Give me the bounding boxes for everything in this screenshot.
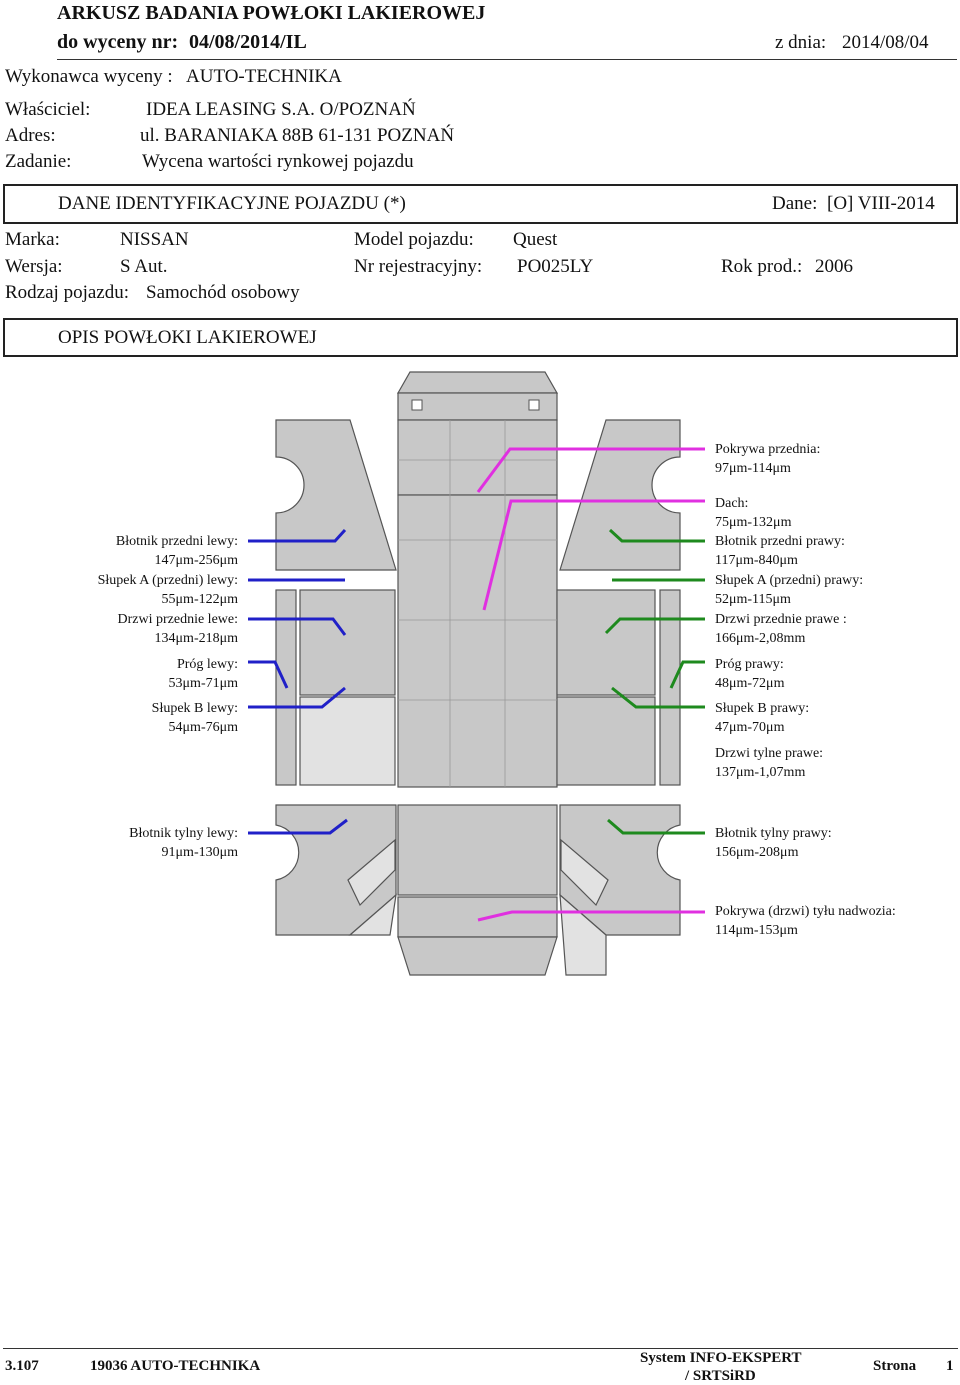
model-value: Quest	[513, 229, 558, 250]
footer-code: 19036 AUTO-TECHNIKA	[90, 1358, 261, 1374]
left-front-door	[299, 589, 396, 696]
paint-section-box: OPIS POWŁOKI LAKIEROWEJ	[3, 318, 958, 357]
reading-right-b-pillar-value: 47μm-70μm	[715, 720, 785, 735]
make-label: Marka:	[5, 229, 60, 250]
right-rear-door	[556, 696, 656, 786]
contractor-label: Wykonawca wyceny :	[5, 66, 173, 87]
left-rear-fender	[275, 804, 397, 936]
reading-left-rear-fender-label: Błotnik tylny lewy:	[129, 826, 238, 841]
reading-right-rear-door-label: Drzwi tylne prawe:	[715, 746, 824, 761]
roof-panel	[397, 494, 558, 788]
task-value: Wycena wartości rynkowej pojazdu	[142, 151, 414, 172]
vehicle-type-label: Rodzaj pojazdu:	[5, 282, 129, 303]
reading-left-b-pillar-value: 54μm-76μm	[168, 720, 238, 735]
reading-right-front-door-label: Drzwi przednie prawe :	[715, 612, 847, 627]
reading-left-rear-fender-value: 91μm-130μm	[161, 845, 238, 860]
rear-panel	[397, 804, 558, 896]
left-rear-light	[347, 838, 396, 907]
reading-right-front-fender-label: Błotnik przedni prawy:	[715, 534, 845, 549]
front-bumper-panel	[396, 371, 559, 394]
date-label: z dnia:	[775, 32, 827, 53]
vehicle-type-value: Samochód osobowy	[146, 282, 300, 303]
rear-bumper-panel	[397, 936, 558, 976]
footer-rule	[3, 1348, 958, 1349]
reading-roof-value: 75μm-132μm	[715, 515, 792, 530]
version-value: S Aut.	[120, 256, 168, 277]
hood-panel	[397, 419, 558, 496]
reading-left-sill-value: 53μm-71μm	[168, 676, 238, 691]
footer-system-line2: / SRTSiRD	[685, 1368, 756, 1384]
report-date: 2014/08/04	[842, 32, 929, 53]
reading-right-a-pillar-value: 52μm-115μm	[715, 592, 791, 607]
reading-right-a-pillar-label: Słupek A (przedni) prawy:	[715, 573, 864, 588]
reading-right-sill-label: Próg prawy:	[715, 657, 784, 672]
reading-tailgate-value: 114μm-153μm	[715, 923, 798, 938]
quote-number: 04/08/2014/IL	[189, 31, 307, 53]
registration-value: PO025LY	[517, 256, 594, 277]
footer-system-line1: System INFO-EKSPERT	[640, 1350, 802, 1366]
reading-hood-value: 97μm-114μm	[715, 461, 791, 476]
footer-page-number: 1	[946, 1358, 954, 1374]
vehicle-section-title: DANE IDENTYFIKACYJNE POJAZDU (*)	[58, 193, 406, 214]
reading-right-b-pillar-label: Słupek B prawy:	[715, 701, 810, 716]
reading-right-rear-fender-label: Błotnik tylny prawy:	[715, 826, 832, 841]
right-rear-fender	[559, 804, 681, 936]
left-front-fender	[275, 419, 397, 571]
reading-left-a-pillar-value: 55μm-122μm	[161, 592, 238, 607]
reading-left-b-pillar-label: Słupek B lewy:	[151, 701, 238, 716]
right-rear-light	[560, 838, 609, 907]
production-year-label: Rok prod.:	[721, 256, 803, 277]
tailgate-panel	[397, 896, 558, 938]
model-label: Model pojazdu:	[354, 229, 474, 250]
reading-right-front-door-value: 166μm-2,08mm	[715, 631, 806, 646]
registration-label: Nr rejestracyjny:	[354, 256, 483, 277]
reading-left-front-fender-value: 147μm-256μm	[154, 553, 238, 568]
paint-section-title: OPIS POWŁOKI LAKIEROWEJ	[58, 327, 317, 348]
reading-left-front-door-label: Drzwi przednie lewe:	[117, 612, 239, 627]
footer-page-label: Strona	[873, 1358, 917, 1374]
reading-right-sill-value: 48μm-72μm	[715, 676, 785, 691]
left-leader-lines	[248, 528, 348, 835]
reading-left-front-fender-label: Błotnik przedni lewy:	[115, 534, 238, 549]
reading-roof-label: Dach:	[715, 496, 749, 511]
data-source-value: [O] VIII-2014	[827, 193, 935, 214]
owner-label: Właściciel:	[5, 99, 91, 120]
reading-left-front-door-value: 134μm-218μm	[154, 631, 238, 646]
report-title: ARKUSZ BADANIA POWŁOKI LAKIEROWEJ	[57, 2, 486, 24]
right-front-fender	[559, 419, 681, 571]
data-source-label: Dane:	[772, 193, 818, 214]
quote-label: do wyceny nr:	[57, 31, 179, 53]
left-rear-door	[299, 696, 396, 786]
reading-hood-label: Pokrywa przednia:	[715, 442, 821, 457]
header-rule	[57, 59, 957, 60]
reading-right-rear-fender-value: 156μm-208μm	[715, 845, 799, 860]
address-value: ul. BARANIAKA 88B 61-131 POZNAŃ	[140, 125, 455, 146]
reading-left-sill-label: Próg lewy:	[176, 657, 238, 672]
vehicle-section-box: DANE IDENTYFIKACYJNE POJAZDU (*) Dane: […	[3, 184, 958, 224]
reading-tailgate-label: Pokrywa (drzwi) tyłu nadwozia:	[715, 904, 896, 919]
right-front-door	[556, 589, 656, 696]
reading-right-rear-door-value: 137μm-1,07mm	[715, 765, 806, 780]
address-label: Adres:	[5, 125, 56, 146]
contractor-value: AUTO-TECHNIKA	[186, 66, 342, 87]
reading-left-a-pillar-label: Słupek A (przedni) lewy:	[97, 573, 238, 588]
footer-version: 3.107	[5, 1358, 39, 1374]
version-label: Wersja:	[5, 256, 63, 277]
owner-value: IDEA LEASING S.A. O/POZNAŃ	[146, 99, 416, 120]
reading-right-front-fender-value: 117μm-840μm	[715, 553, 798, 568]
magenta-leader-lines	[476, 447, 705, 922]
right-leader-lines	[604, 528, 705, 835]
task-label: Zadanie:	[5, 151, 72, 172]
make-value: NISSAN	[120, 229, 189, 250]
production-year-value: 2006	[815, 256, 853, 277]
